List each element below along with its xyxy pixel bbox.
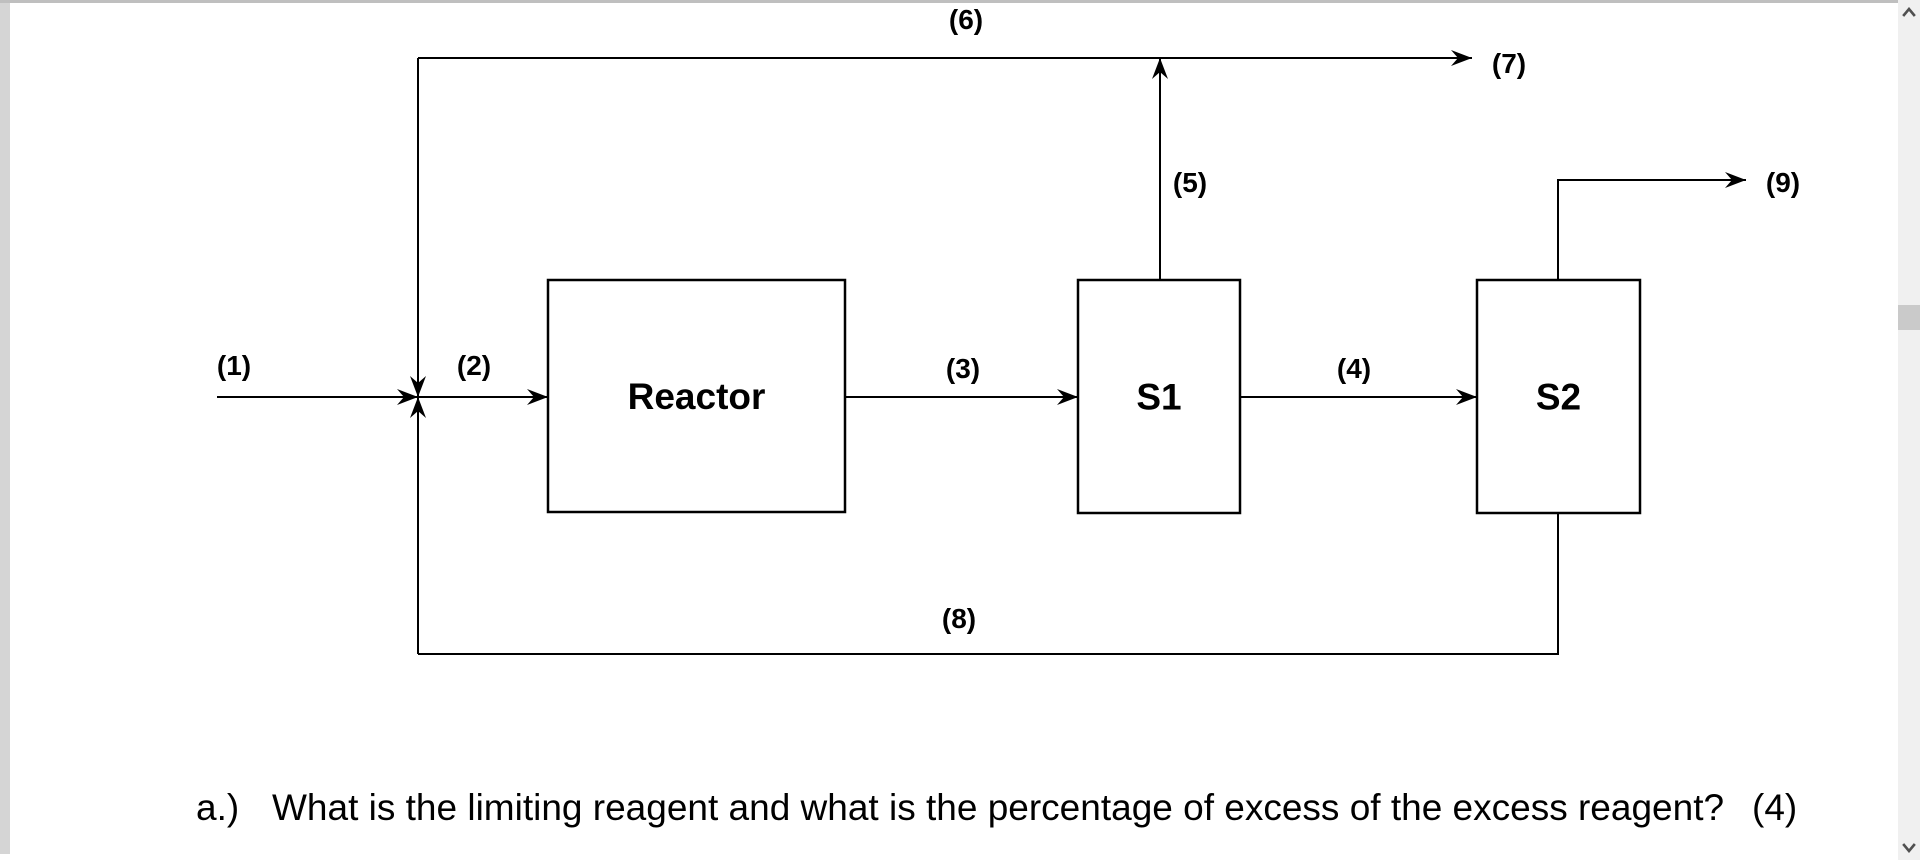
scroll-down-button[interactable]	[1898, 838, 1920, 858]
scrollbar-thumb[interactable]	[1898, 305, 1920, 330]
process-node-s1	[1076, 278, 1242, 515]
question-item-label: a.)	[196, 787, 240, 828]
stream-label-9: (9)	[1766, 167, 1800, 198]
process-node-s2	[1475, 278, 1642, 515]
process-node-label-s2: S2	[1536, 377, 1581, 418]
stream-label-8: (8)	[942, 603, 976, 634]
stream-label-2: (2)	[457, 350, 491, 381]
stream-label-5: (5)	[1173, 167, 1207, 198]
stream-label-4: (4)	[1337, 353, 1371, 384]
stream-8-recycle-line	[418, 513, 1559, 655]
question-marks: (4)	[1752, 787, 1798, 828]
chevron-down-icon	[1902, 843, 1916, 853]
stream-label-3: (3)	[946, 353, 980, 384]
stream-9-from-s2-line	[1557, 172, 1746, 280]
process-node-label-s1: S1	[1136, 377, 1181, 418]
stream-label-1: (1)	[217, 350, 251, 381]
question-text: What is the limiting reagent and what is…	[272, 787, 1725, 828]
vertical-scrollbar[interactable]	[1898, 0, 1920, 860]
stream-label-7: (7)	[1492, 48, 1526, 79]
stream-label-6: (6)	[949, 4, 983, 35]
process-node-label-reactor: Reactor	[628, 376, 766, 417]
chevron-up-icon	[1902, 7, 1916, 17]
process-node-reactor	[546, 278, 847, 514]
window-top-edge	[0, 0, 1898, 3]
scroll-up-button[interactable]	[1898, 2, 1920, 22]
window-left-edge	[0, 3, 10, 854]
